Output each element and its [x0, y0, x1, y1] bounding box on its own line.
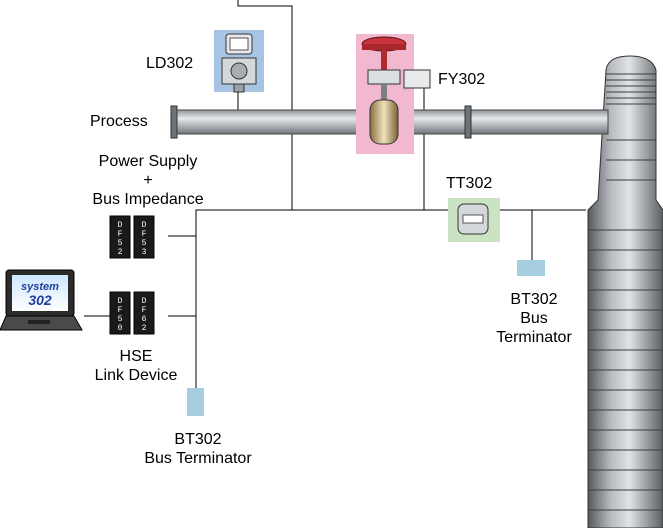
label-fy302: FY302: [438, 71, 486, 88]
bt302-bottom-line-1: BT302: [174, 431, 222, 448]
label-process: Process: [90, 113, 148, 130]
power-supply-line-1: Power Supply: [98, 153, 198, 170]
fy302-valve[interactable]: [356, 34, 431, 154]
laptop[interactable]: system 302: [0, 269, 83, 331]
label-ld302: LD302: [146, 55, 194, 72]
tank: [587, 55, 663, 528]
bt302-right-line-3: Terminator: [496, 329, 572, 346]
label-power-supply: Power Supply + Bus Impedance: [74, 152, 222, 209]
bt302-terminator-right[interactable]: [517, 260, 545, 276]
laptop-brand-top: system: [21, 281, 59, 293]
hse-line-1: HSE: [119, 348, 153, 365]
laptop-brand-bottom: 302: [28, 292, 52, 308]
label-hse-link-device: HSE Link Device: [76, 347, 196, 385]
tt302-transmitter[interactable]: [448, 198, 500, 242]
label-bt302-right: BT302 Bus Terminator: [486, 290, 582, 347]
bt302-right-line-1: BT302: [510, 291, 558, 308]
bt302-bottom-line-2: Bus Terminator: [144, 450, 252, 467]
ld302-transmitter[interactable]: [214, 30, 264, 93]
power-supply-line-2: +: [143, 172, 153, 189]
label-bt302-bottom: BT302 Bus Terminator: [128, 430, 268, 468]
hse-line-2: Link Device: [94, 367, 178, 384]
label-tt302: TT302: [446, 175, 493, 192]
power-supply-line-3: Bus Impedance: [92, 191, 204, 208]
bt302-terminator-bottom[interactable]: [187, 388, 204, 416]
bt302-right-line-2: Bus: [520, 310, 548, 327]
